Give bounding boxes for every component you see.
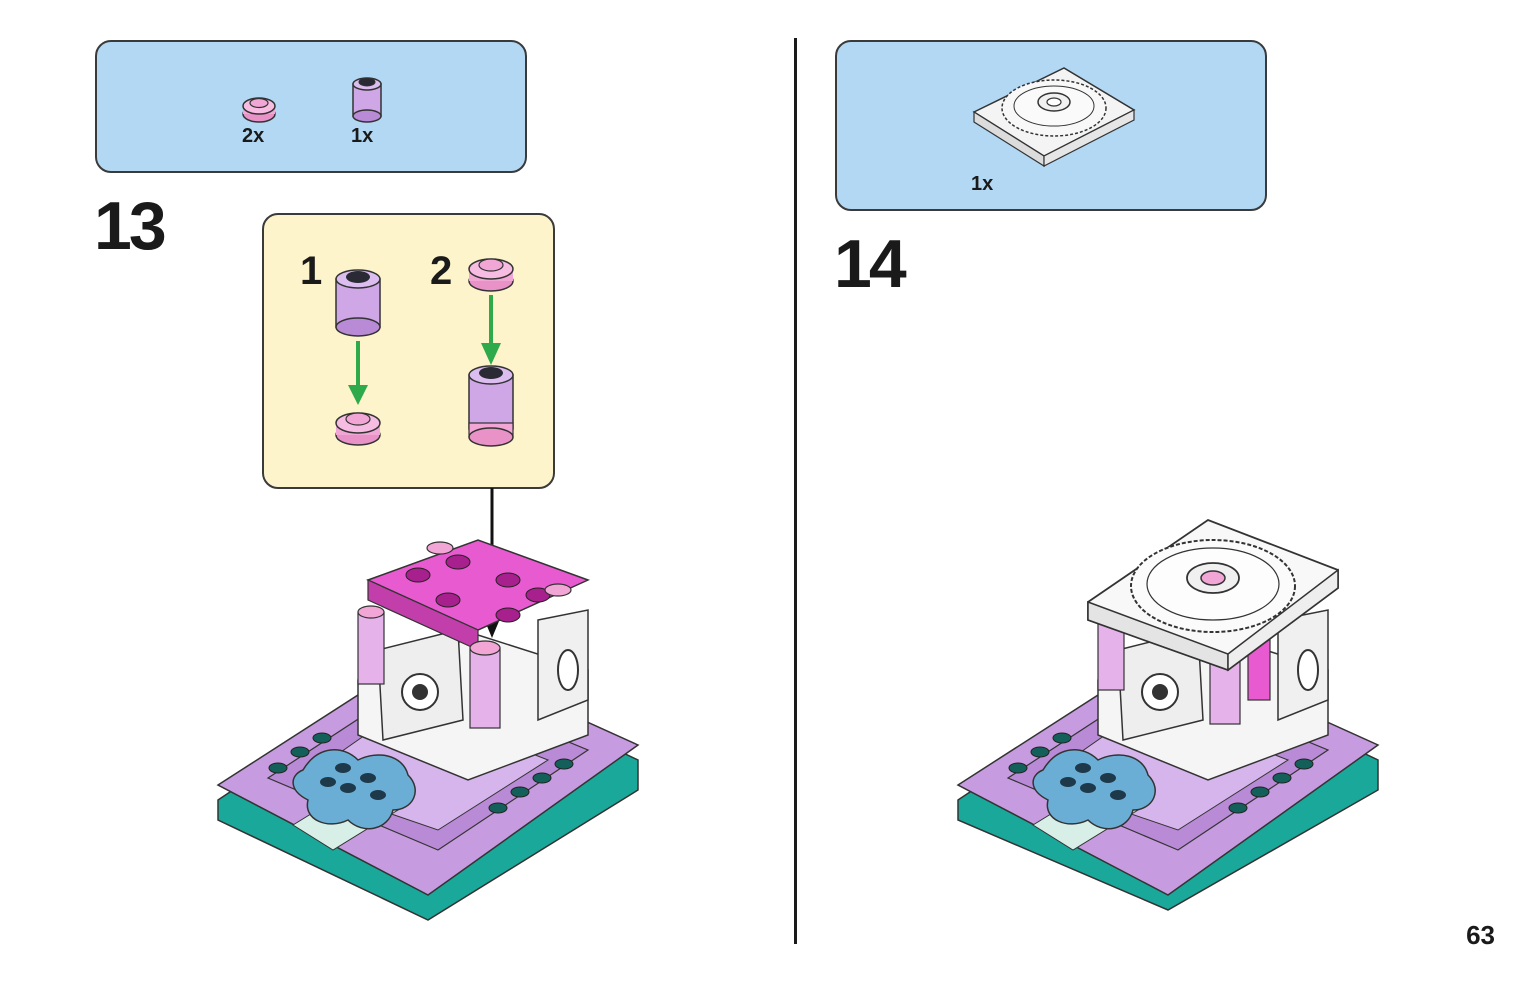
turntable-plate-icon [972,67,1136,168]
step-13-model [216,539,640,921]
substep-number-2: 2 [430,249,453,293]
part-qty-turntable: 1x [971,173,994,195]
sub-assembly-box: 1 2 [262,213,555,489]
step-14-model [956,518,1380,911]
part-qty-round-plate: 2x [242,125,265,147]
round-brick-lavender-icon [352,77,382,123]
page-divider [794,38,797,944]
step-number-13: 13 [94,188,167,264]
substep-1-illustration [335,269,381,446]
substep-number-1: 1 [300,249,323,293]
part-qty-round-brick: 1x [351,125,374,147]
parts-list-step-14: 1x [835,40,1267,211]
page-number: 63 [1466,920,1495,950]
parts-list-step-13: 2x 1x [95,40,527,173]
step-number-14: 14 [834,226,907,302]
round-plate-pink-icon [242,97,276,123]
substep-2-illustration [468,258,514,447]
